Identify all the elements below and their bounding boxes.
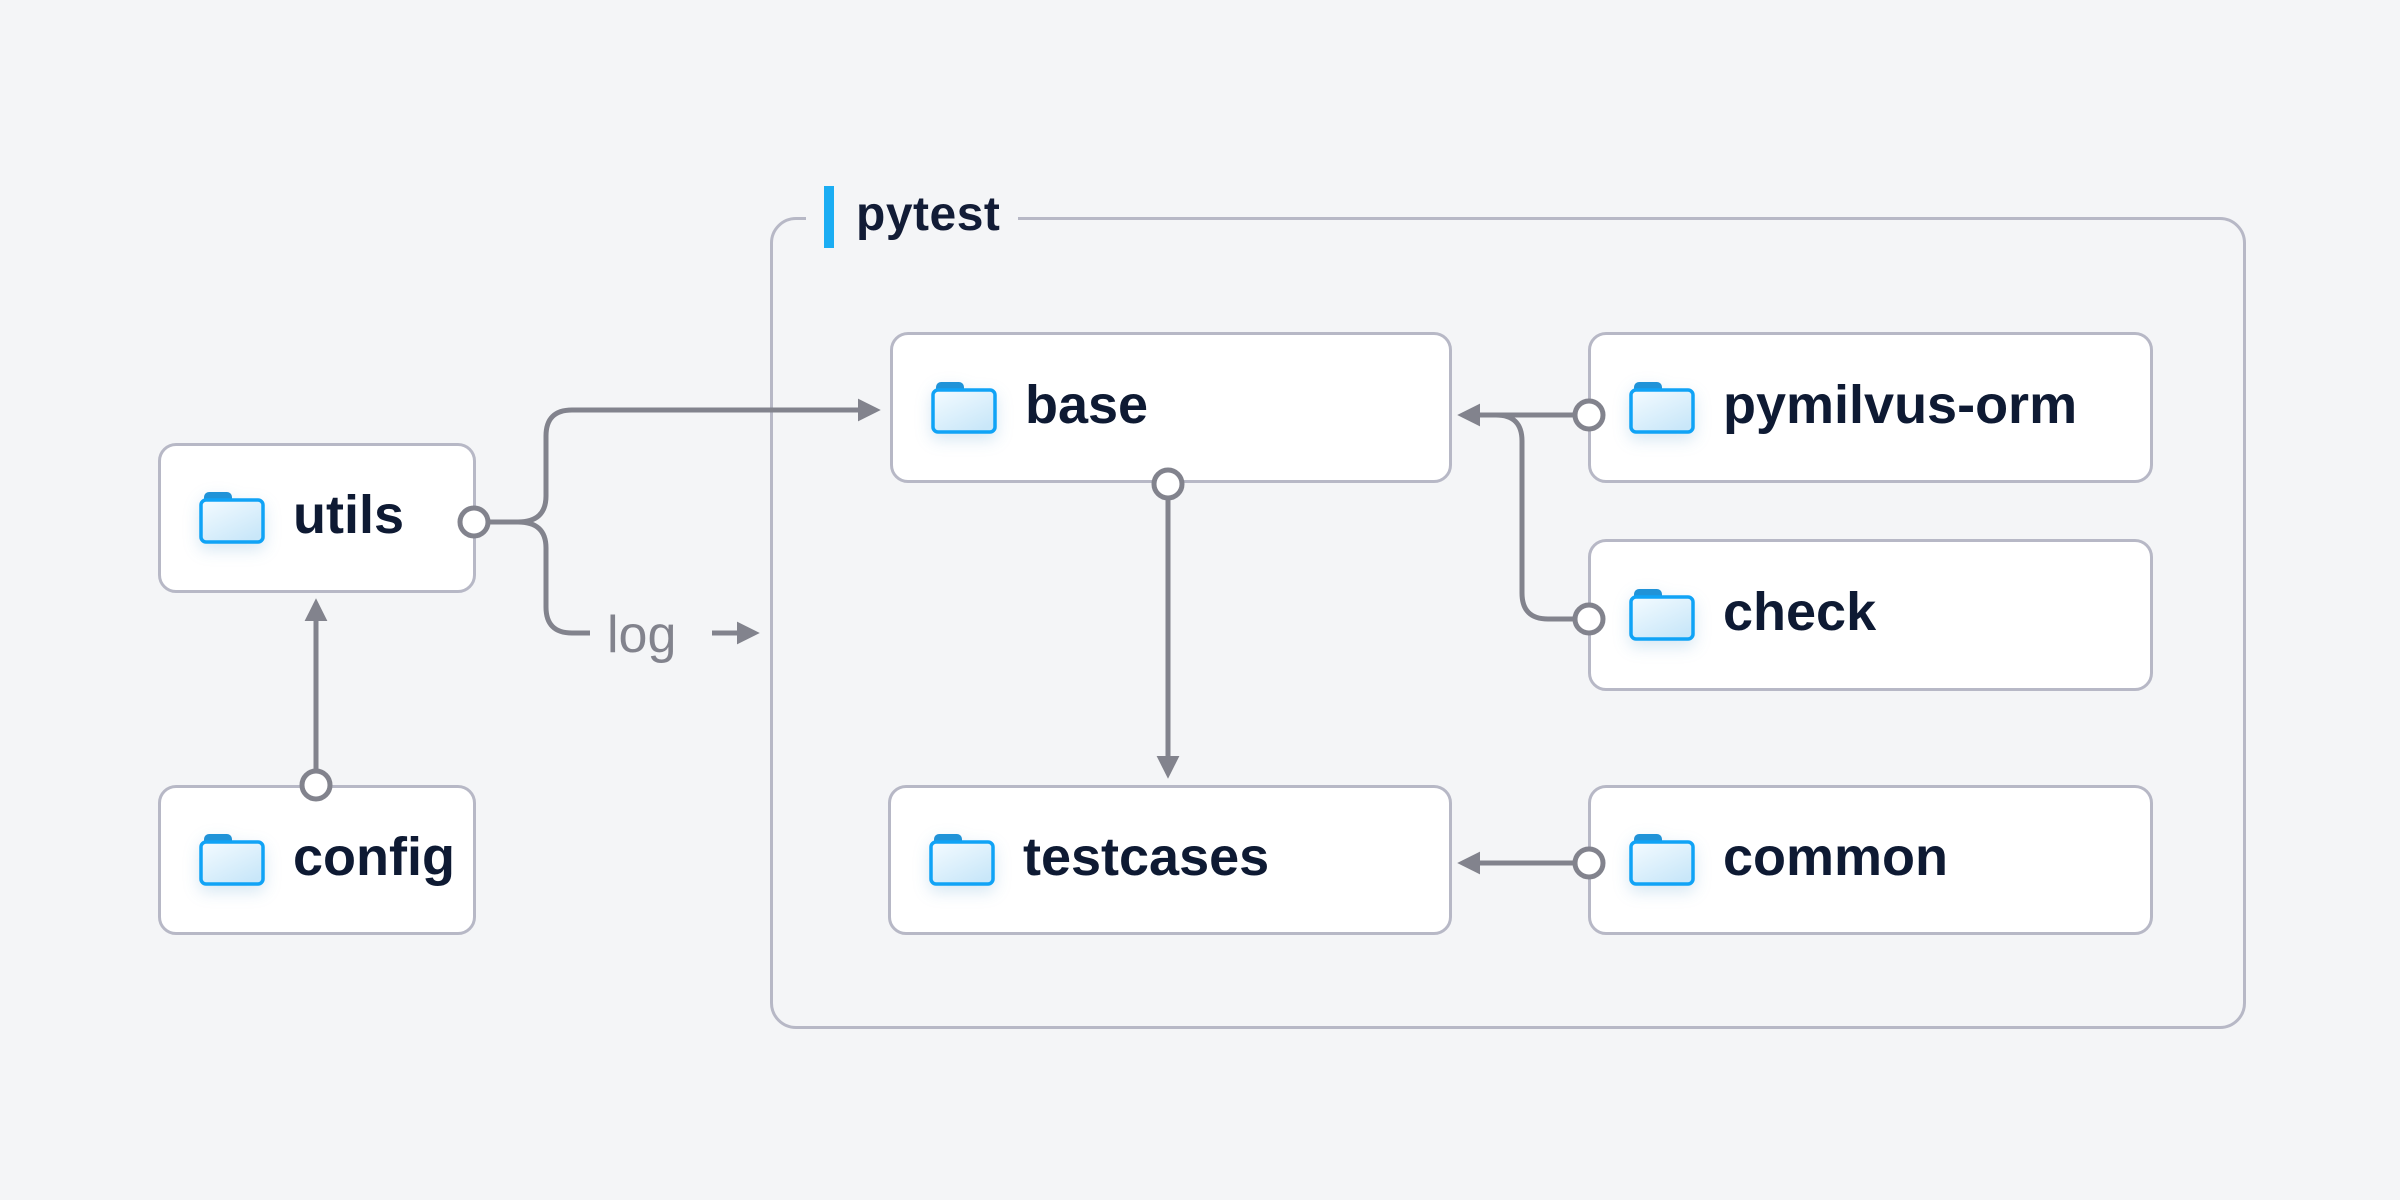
node-utils: utils [158,443,476,593]
node-pymilvus-orm-label: pymilvus-orm [1723,374,2078,435]
accent-bar-icon [824,186,834,248]
node-check-label: check [1723,582,1877,642]
node-common: common [1588,785,2153,935]
folder-icon [1629,589,1695,641]
edge-utils-to-log [517,519,590,636]
node-common-label: common [1723,827,1949,887]
node-base: base [890,332,1452,483]
node-testcases: testcases [888,785,1452,935]
node-check: check [1588,539,2153,691]
node-base-label: base [1025,374,1149,435]
folder-icon [199,834,265,886]
node-config: config [158,785,476,935]
folder-icon [199,492,265,544]
folder-icon [1629,834,1695,886]
edge-label-log: log [607,606,676,664]
pytest-group-label: pytest [806,185,1019,249]
node-testcases-label: testcases [1023,827,1270,887]
folder-icon [931,381,997,434]
folder-icon [929,834,995,886]
node-utils-label: utils [293,485,405,545]
folder-icon [1629,381,1695,434]
pytest-group-title: pytest [856,188,1001,241]
node-config-label: config [293,827,455,887]
node-pymilvus-orm: pymilvus-orm [1588,332,2153,483]
pytest-group-box [770,217,2246,1029]
